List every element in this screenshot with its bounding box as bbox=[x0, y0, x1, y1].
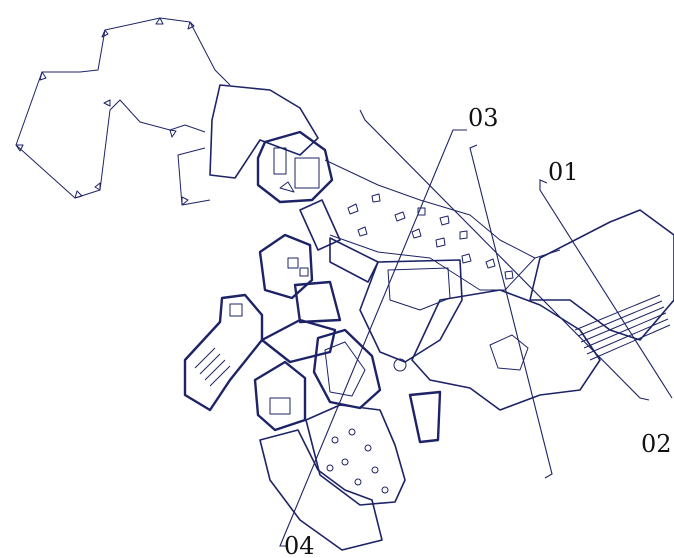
courtyard-garden bbox=[305, 404, 406, 506]
callout-label-03: 03 bbox=[468, 104, 499, 132]
bridge-north bbox=[299, 199, 341, 251]
octagon-room-north bbox=[256, 130, 334, 204]
callout-label-01: 01 bbox=[548, 158, 579, 186]
callout-label-04: 04 bbox=[284, 532, 315, 558]
callout-leaders bbox=[279, 109, 673, 547]
central-amphitheatre bbox=[359, 259, 463, 372]
dotted-landscape-east bbox=[408, 209, 674, 444]
room-cluster-west bbox=[183, 233, 342, 432]
bridge-east bbox=[329, 237, 379, 283]
stone-field bbox=[324, 159, 561, 291]
hatched-plaza-south bbox=[259, 429, 383, 551]
crescent-room-south bbox=[312, 328, 382, 410]
hatched-terrace-north bbox=[209, 84, 319, 179]
callout-label-02: 02 bbox=[641, 430, 672, 458]
walkway-outline bbox=[15, 17, 231, 206]
